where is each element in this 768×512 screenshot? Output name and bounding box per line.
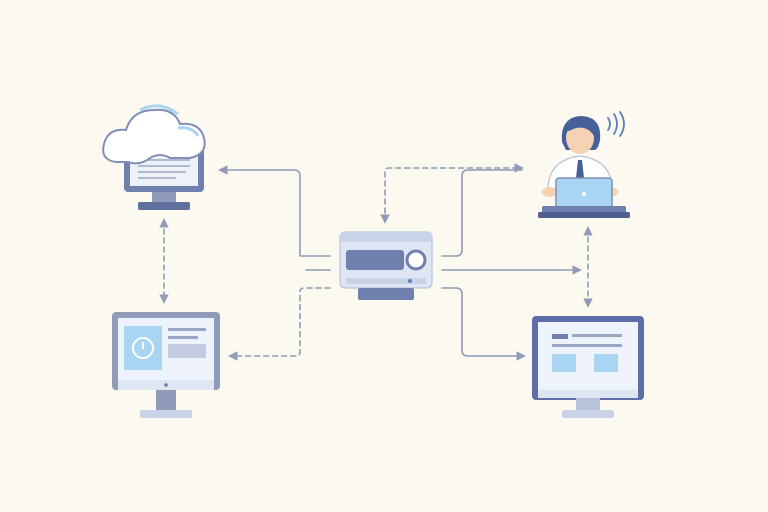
signal-icon [607,111,625,137]
edge-hub-to-operator-dashed [380,163,524,224]
router-icon [339,231,433,300]
edge-hub-to-cloud [218,165,331,257]
edge-hub-to-left-monitor [228,287,331,361]
edge-hub-to-right-monitor [441,287,526,361]
monitor-dashboard-icon-right [532,316,644,418]
edge-hub-to-operator-solid [441,169,523,257]
person-with-laptop-icon [538,111,630,218]
monitor-dashboard-icon [112,312,220,418]
cloud-monitor-icon [102,104,206,210]
connectors [159,163,593,361]
